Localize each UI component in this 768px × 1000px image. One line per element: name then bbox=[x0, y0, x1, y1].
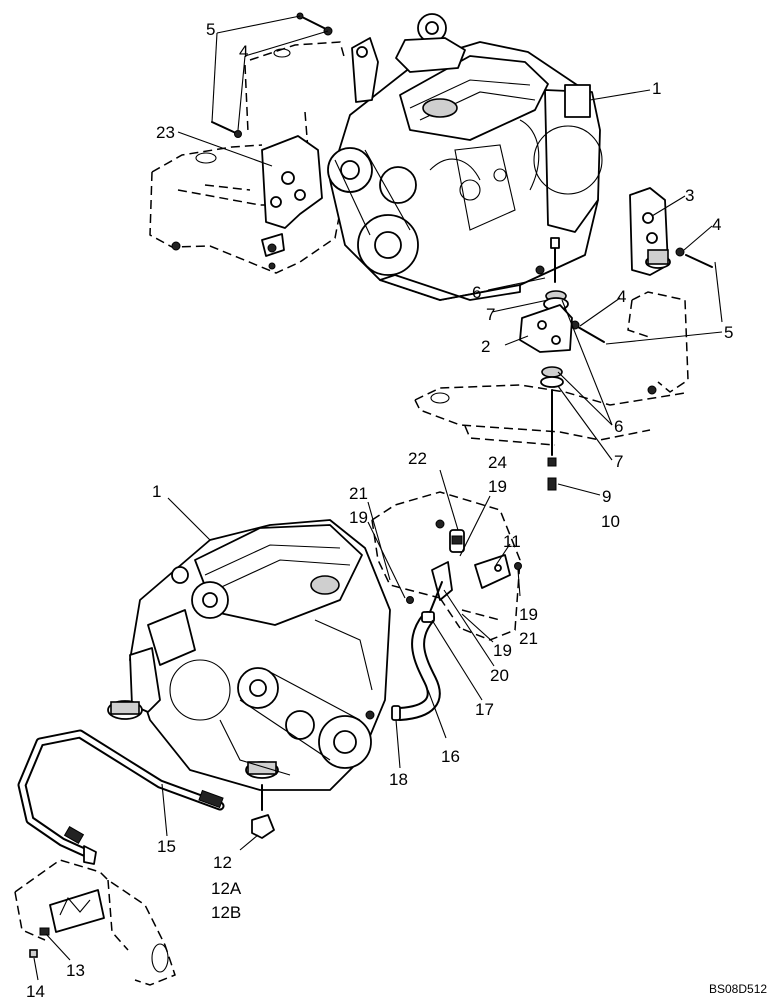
callout-labels: 5 4 1 23 3 4 6 4 7 5 2 6 7 22 24 19 1 21… bbox=[26, 20, 767, 1000]
lower-right-frame bbox=[371, 491, 522, 641]
fitting-12 bbox=[251, 784, 275, 839]
callout-17: 17 bbox=[475, 700, 494, 719]
callout-7-lower: 7 bbox=[614, 452, 623, 471]
engine-assembly-upper bbox=[327, 13, 603, 301]
upper-right-frame bbox=[414, 291, 689, 446]
callout-1-top: 1 bbox=[652, 79, 661, 98]
upper-left-bolts bbox=[211, 12, 333, 138]
callout-21-right: 21 bbox=[519, 629, 538, 648]
callout-11: 11 bbox=[503, 532, 521, 551]
callout-5-right: 5 bbox=[724, 323, 733, 342]
sensor-switch-22 bbox=[435, 519, 511, 589]
callout-21-left: 21 bbox=[349, 484, 368, 503]
hose-15 bbox=[17, 729, 225, 865]
callout-20: 20 bbox=[490, 666, 509, 685]
callout-5-top: 5 bbox=[206, 20, 215, 39]
callout-10: 10 bbox=[601, 512, 620, 531]
leader-lines bbox=[33, 15, 723, 981]
callout-13: 13 bbox=[66, 961, 85, 980]
engine-bracket-3 bbox=[629, 187, 671, 276]
callout-7-upper: 7 bbox=[486, 305, 495, 324]
callout-19-left: 19 bbox=[349, 508, 368, 527]
callout-9: 9 bbox=[602, 487, 611, 506]
callout-4-right: 4 bbox=[712, 215, 721, 234]
callout-12: 12 bbox=[213, 853, 232, 872]
callout-19-right: 19 bbox=[519, 605, 538, 624]
callout-22: 22 bbox=[408, 449, 427, 468]
upper-left-frame-bracket bbox=[149, 41, 346, 274]
callout-1-lower: 1 bbox=[152, 482, 161, 501]
callout-4-top: 4 bbox=[239, 42, 248, 61]
hose-16 bbox=[391, 561, 453, 721]
callout-16: 16 bbox=[441, 747, 460, 766]
engine-assembly-lower bbox=[107, 519, 391, 791]
callout-12b: 12B bbox=[211, 903, 241, 922]
callout-24: 24 bbox=[488, 453, 507, 472]
callout-15: 15 bbox=[157, 837, 176, 856]
callout-19-top: 19 bbox=[488, 477, 507, 496]
callout-14: 14 bbox=[26, 982, 45, 1000]
callout-12a: 12A bbox=[211, 879, 242, 898]
callout-3: 3 bbox=[685, 186, 694, 205]
callout-19-mid: 19 bbox=[493, 641, 512, 660]
callout-6-upper: 6 bbox=[472, 283, 481, 302]
front-engine-mount bbox=[519, 237, 573, 491]
drawing-code: BS08D512 bbox=[709, 982, 767, 996]
callout-6-lower: 6 bbox=[614, 417, 623, 436]
callout-4-mid: 4 bbox=[617, 287, 626, 306]
callout-18: 18 bbox=[389, 770, 408, 789]
callout-23: 23 bbox=[156, 123, 175, 142]
engine-bracket-23 bbox=[171, 135, 323, 270]
lower-left-frame bbox=[14, 859, 176, 986]
callout-2: 2 bbox=[481, 337, 490, 356]
